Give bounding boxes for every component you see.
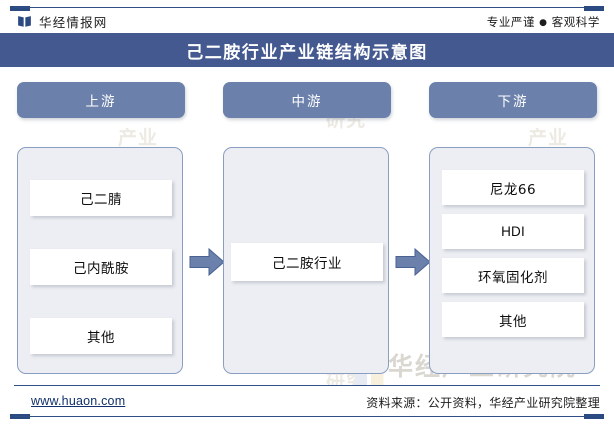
- node-label: 其他: [499, 313, 527, 330]
- node-label: HDI: [501, 224, 525, 239]
- rule-line: [14, 7, 600, 8]
- panel-downstream: 尼龙66 HDI 环氧固化剂 其他: [429, 147, 595, 374]
- panel-upstream: 己二腈 己内酰胺 其他: [17, 147, 183, 374]
- rule-cap-right: [584, 6, 604, 11]
- column-header-downstream[interactable]: 下游: [429, 82, 597, 118]
- node-upstream-1[interactable]: 己二腈: [30, 180, 172, 216]
- slogan-left: 专业严谨: [486, 15, 536, 29]
- footer-rule-cap-right: [584, 414, 604, 419]
- column-header-label: 中游: [291, 94, 323, 110]
- node-downstream-4[interactable]: 其他: [442, 302, 584, 337]
- top-accent-rule: [0, 6, 614, 11]
- brand-name: 华经情报网: [39, 15, 108, 30]
- node-label: 己二腈: [80, 192, 122, 208]
- column-header-label: 上游: [85, 94, 117, 110]
- open-book-icon: [18, 16, 31, 27]
- node-downstream-1[interactable]: 尼龙66: [442, 170, 584, 205]
- rule-cap-left: [10, 6, 30, 11]
- right-arrow-icon-2: [395, 247, 431, 277]
- node-downstream-2[interactable]: HDI: [442, 214, 584, 249]
- node-label: 己内酰胺: [73, 261, 129, 277]
- footer-source: 资料来源：公开资料，华经产业研究院整理: [366, 396, 600, 410]
- footer-rule-top: [14, 385, 600, 386]
- node-midstream-1[interactable]: 己二胺行业: [231, 243, 383, 281]
- column-header-upstream[interactable]: 上游: [17, 82, 185, 118]
- node-label: 尼龙66: [489, 181, 537, 198]
- column-header-label: 下游: [497, 94, 529, 110]
- node-upstream-2[interactable]: 己内酰胺: [30, 249, 172, 285]
- brand: 华经情报网: [17, 12, 108, 31]
- footer-rule-bottom: [14, 416, 600, 417]
- brand-bar: 华经情报网 专业严谨●客观科学: [0, 10, 614, 36]
- slogan: 专业严谨●客观科学: [487, 14, 600, 30]
- page-title: 己二胺行业产业链结构示意图: [186, 42, 428, 63]
- slogan-right: 客观科学: [551, 15, 600, 29]
- node-label: 己二胺行业: [272, 256, 342, 272]
- node-label: 其他: [87, 330, 115, 346]
- node-upstream-3[interactable]: 其他: [30, 318, 172, 354]
- node-downstream-3[interactable]: 环氧固化剂: [442, 258, 584, 293]
- slogan-dot: ●: [539, 18, 548, 28]
- value-chain-stage: 上游 己二腈 己内酰胺 其他 中游: [0, 67, 614, 385]
- panel-midstream: 己二胺行业: [223, 147, 389, 374]
- column-header-midstream[interactable]: 中游: [223, 82, 391, 118]
- right-arrow-icon-1: [189, 247, 225, 277]
- footer-site-link[interactable]: www.huaon.com: [31, 394, 126, 408]
- node-label: 环氧固化剂: [478, 269, 548, 286]
- title-bar: 己二胺行业产业链结构示意图: [0, 33, 614, 67]
- footer: www.huaon.com 资料来源：公开资料，华经产业研究院整理: [0, 385, 614, 428]
